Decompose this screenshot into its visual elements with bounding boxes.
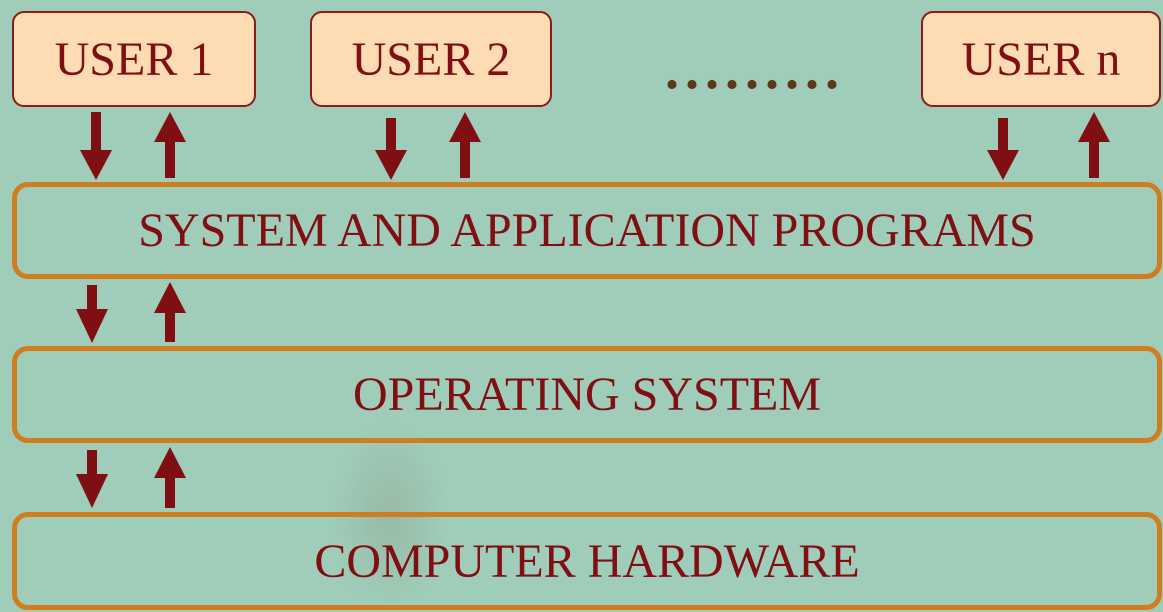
user-1-label: USER 1 (54, 32, 214, 86)
down-arrow-user-n (987, 118, 1019, 180)
hardware-layer: COMPUTER HARDWARE (12, 512, 1162, 610)
up-arrow-os-to-programs (154, 282, 186, 342)
up-arrow-user-n (1078, 112, 1110, 178)
up-arrow-user-1 (154, 112, 186, 178)
user-2-label: USER 2 (351, 32, 511, 86)
user-n-label: USER n (961, 32, 1121, 86)
down-arrow-user-1 (80, 112, 112, 180)
down-arrow-user-2 (375, 118, 407, 180)
down-arrow-programs-to-os (76, 285, 108, 343)
programs-layer: SYSTEM AND APPLICATION PROGRAMS (12, 182, 1162, 279)
user-1-box: USER 1 (12, 11, 256, 107)
os-layer-label: OPERATING SYSTEM (352, 368, 822, 421)
user-2-box: USER 2 (310, 11, 552, 107)
user-n-box: USER n (921, 11, 1161, 107)
down-arrow-os-to-hardware (76, 450, 108, 508)
hardware-layer-label: COMPUTER HARDWARE (314, 534, 860, 588)
up-arrow-user-2 (449, 112, 481, 178)
programs-layer-label: SYSTEM AND APPLICATION PROGRAMS (138, 204, 1036, 257)
up-arrow-hardware-to-os (154, 447, 186, 508)
ellipsis: ......... (665, 39, 845, 101)
os-layer: OPERATING SYSTEM (12, 346, 1162, 443)
